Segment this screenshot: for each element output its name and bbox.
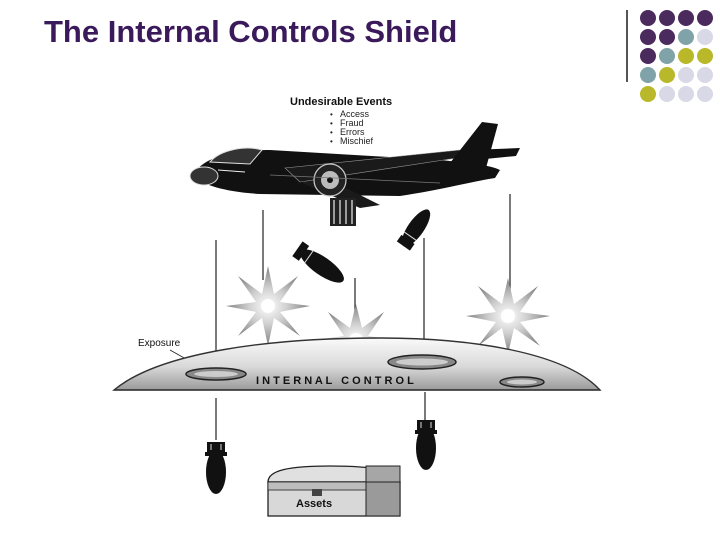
bomb-icon [415,420,437,470]
assets-chest-icon [268,466,400,516]
assets-label: Assets [296,498,332,510]
exposure-label: Exposure [138,338,181,349]
svg-text:•: • [330,110,333,119]
explosion-icon [226,266,310,346]
falling-bomb-icon [330,198,356,226]
svg-text:•: • [330,119,333,128]
svg-text:•: • [330,128,333,137]
explosion-icon [466,278,550,354]
events-heading: Undesirable Events [290,96,392,108]
falling-bomb-icon [397,205,435,250]
event-item: Mischief [340,136,374,146]
shield-label: I N T E R N A L C O N T R O L [256,375,414,387]
events-list: • Access • Fraud • Errors • Mischief [330,109,374,146]
falling-bomb-icon [292,241,348,288]
bomb-icon [205,442,227,494]
svg-text:•: • [330,137,333,146]
